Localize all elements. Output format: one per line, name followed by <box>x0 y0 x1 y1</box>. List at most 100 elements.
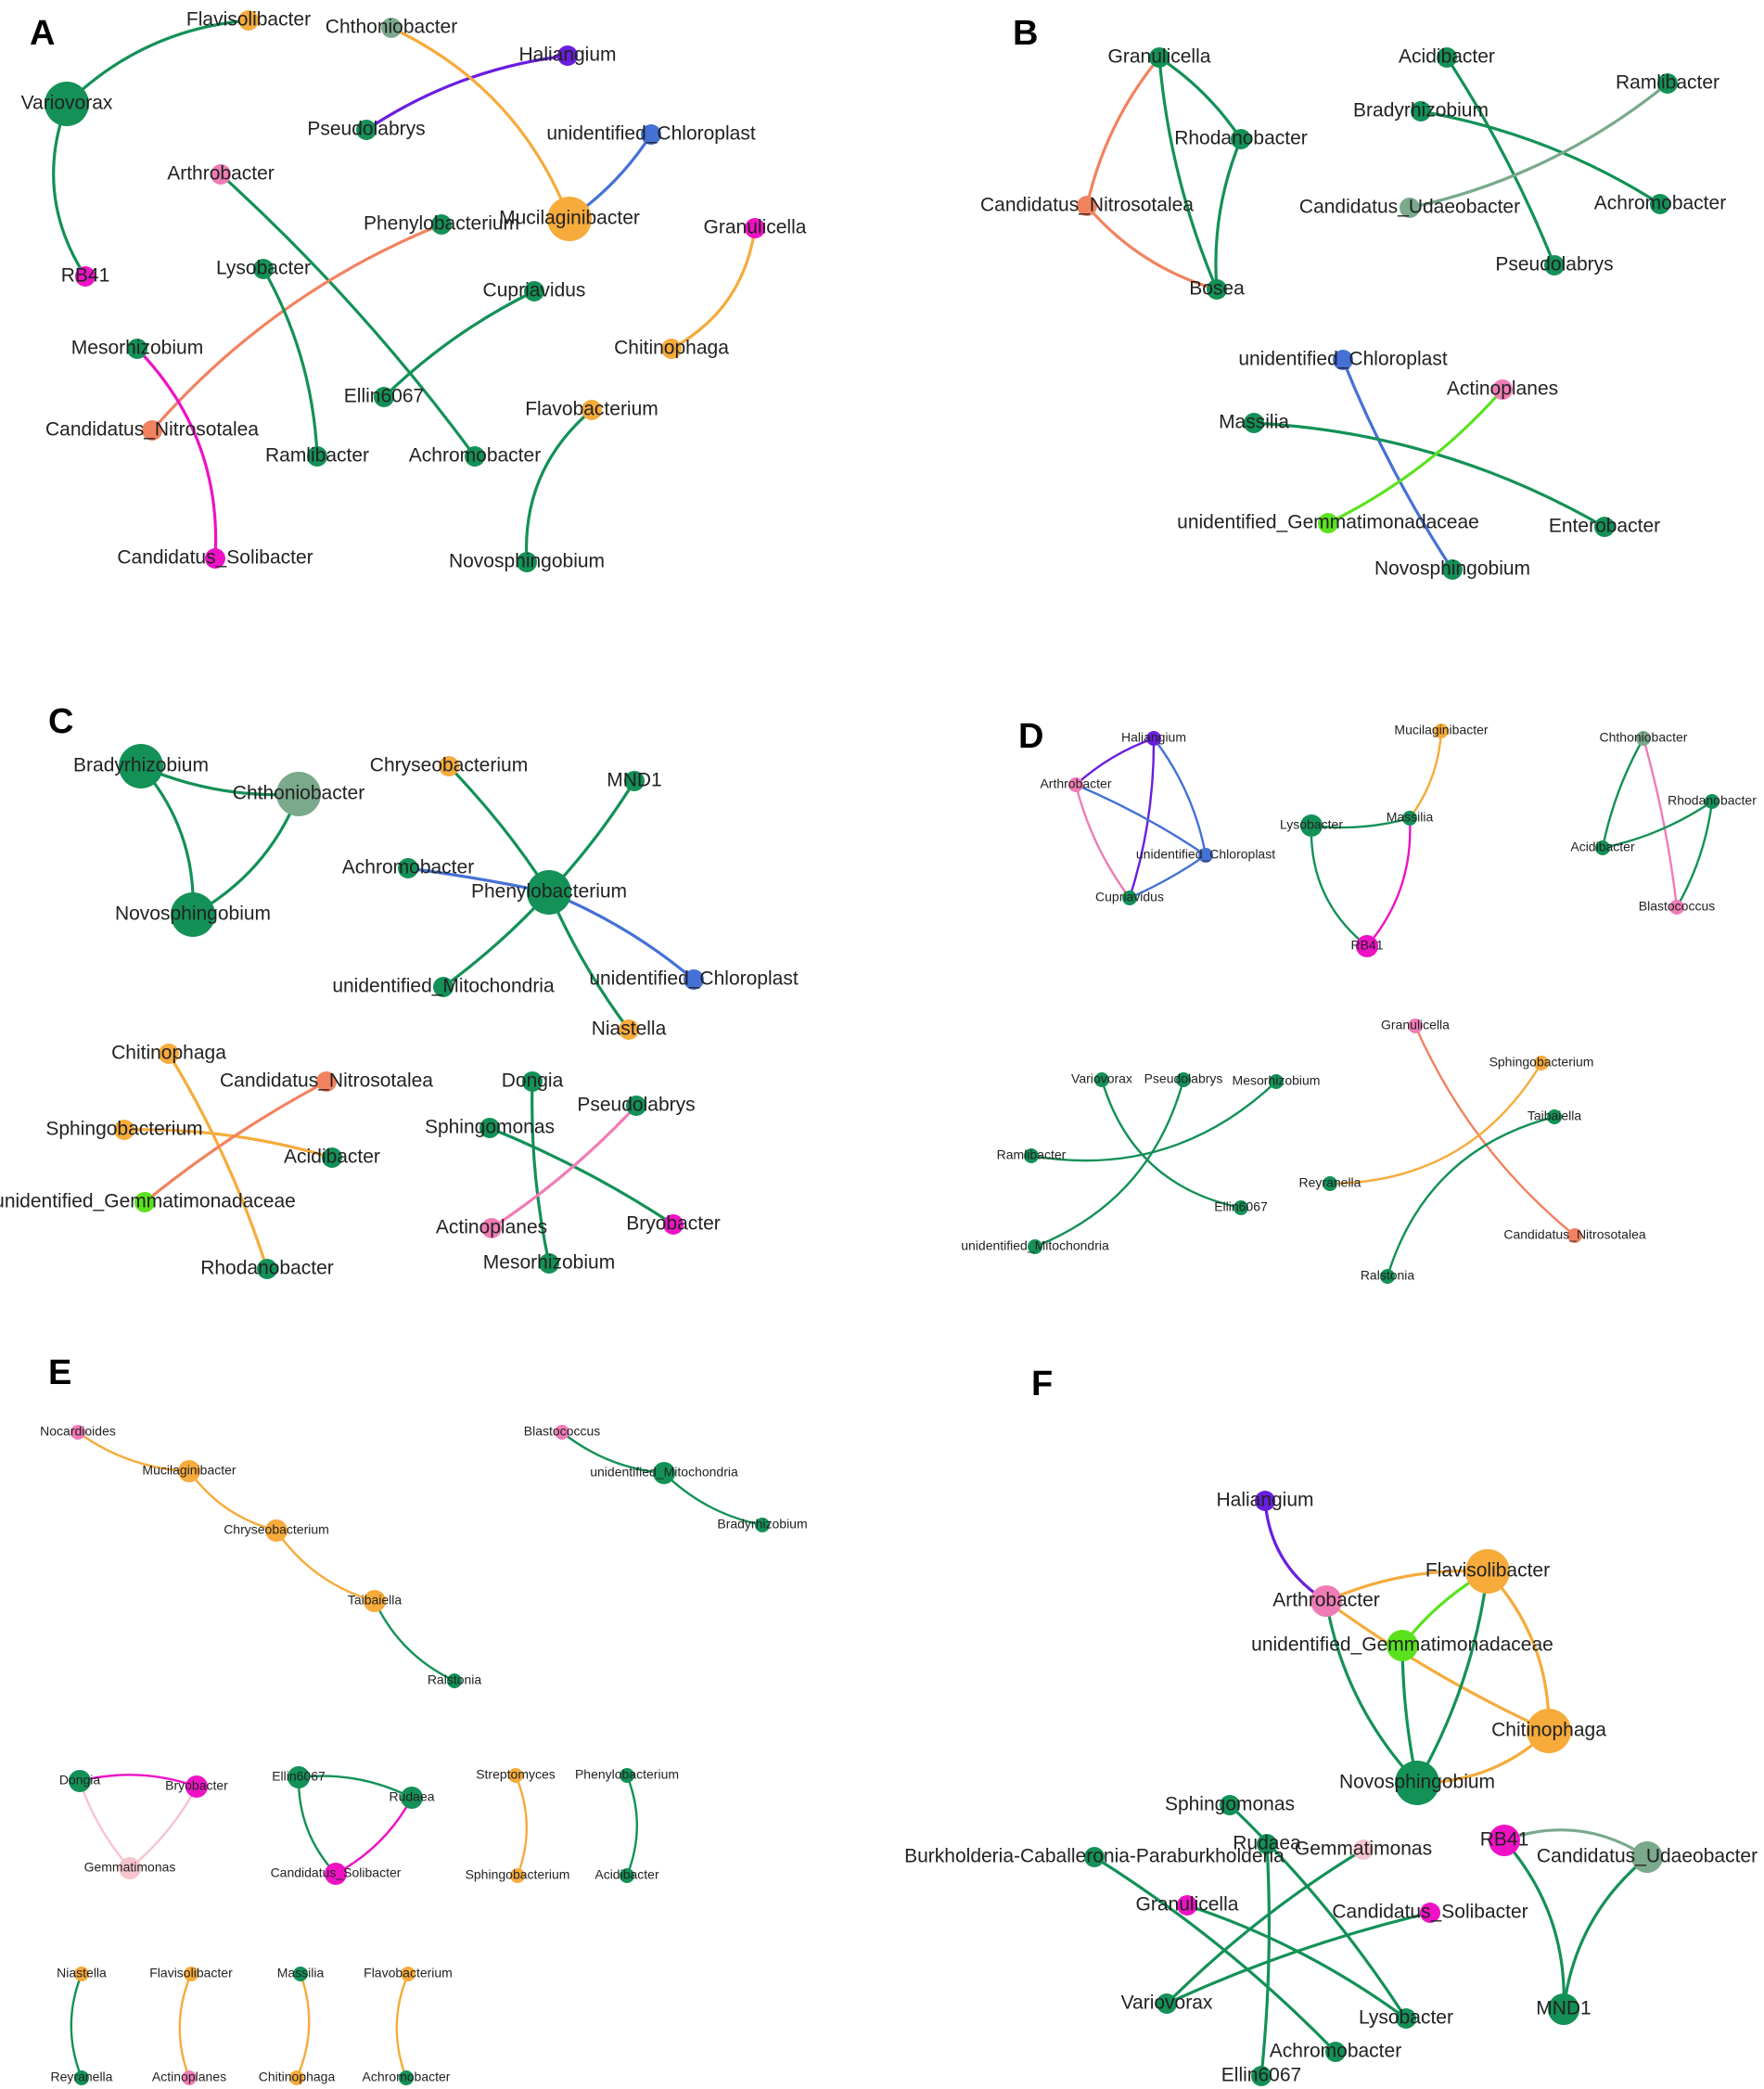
node-unidentified-chloroplast[interactable] <box>1198 848 1213 863</box>
node-achromobacter[interactable] <box>399 2070 414 2085</box>
node-flavisolibacter[interactable] <box>1465 1549 1510 1594</box>
node-lysobacter[interactable] <box>253 259 274 279</box>
node-unidentified-chloroplast[interactable] <box>684 969 704 990</box>
node-rudaea[interactable] <box>1257 1834 1277 1854</box>
node-mucilaginibacter[interactable] <box>547 197 592 241</box>
node-variovorax[interactable] <box>1157 1993 1177 2014</box>
node-ellin6067[interactable] <box>374 387 394 407</box>
node-variovorax[interactable] <box>45 82 89 126</box>
node-variovorax[interactable] <box>1094 1072 1109 1087</box>
node-rhodanobacter[interactable] <box>1705 794 1719 809</box>
node-blastococcus[interactable] <box>555 1425 569 1440</box>
node-granulicella[interactable] <box>1177 1895 1197 1916</box>
node-chryseobacterium[interactable] <box>265 1519 288 1542</box>
node-sphingomonas[interactable] <box>1220 1795 1240 1815</box>
node-pseudolabrys[interactable] <box>626 1096 646 1116</box>
node-bradyrhizobium[interactable] <box>119 744 163 788</box>
node-unidentified-chloroplast[interactable] <box>641 124 661 145</box>
node-mesorhizobium[interactable] <box>127 339 147 359</box>
node-sphingomonas[interactable] <box>479 1118 500 1138</box>
node-unidentified-gemmatimonadaceae[interactable] <box>1387 1630 1418 1661</box>
node-novosphingobium[interactable] <box>517 552 537 572</box>
node-granulicella[interactable] <box>1149 47 1170 68</box>
node-rb41[interactable] <box>75 266 96 287</box>
node-haliangium[interactable] <box>557 45 578 66</box>
node-bradyrhizobium[interactable] <box>1411 101 1431 122</box>
node-ellin6067[interactable] <box>288 1766 310 1788</box>
node-rb41[interactable] <box>1489 1825 1520 1856</box>
node-chryseobacterium[interactable] <box>439 756 459 776</box>
node-lysobacter[interactable] <box>1300 814 1323 837</box>
node-candidatus-solibacter[interactable] <box>325 1863 347 1885</box>
node-gemmatimonas[interactable] <box>119 1857 141 1879</box>
node-rudaea[interactable] <box>401 1787 423 1809</box>
node-taibaiella[interactable] <box>1547 1109 1562 1124</box>
node-mucilaginibacter[interactable] <box>1434 724 1449 738</box>
node-chthoniobacter[interactable] <box>381 18 402 38</box>
node-chitinophaga[interactable] <box>289 2070 304 2085</box>
node-sphingobacterium[interactable] <box>510 1868 525 1883</box>
node-arthrobacter[interactable] <box>211 164 231 185</box>
node-chthoniobacter[interactable] <box>1636 731 1651 746</box>
node-bosea[interactable] <box>1207 279 1227 300</box>
node-acidibacter[interactable] <box>322 1147 342 1168</box>
node-achromobacter[interactable] <box>465 446 485 467</box>
node-candidatus-udaeobacter[interactable] <box>1631 1841 1663 1873</box>
node-novosphingobium[interactable] <box>1395 1761 1439 1805</box>
node-achromobacter[interactable] <box>1325 2042 1346 2062</box>
node-ralstonia[interactable] <box>447 1673 462 1688</box>
node-unidentified-mitochondria[interactable] <box>433 977 454 997</box>
node-flavobacterium[interactable] <box>582 400 602 420</box>
node-haliangium[interactable] <box>1255 1491 1275 1511</box>
node-arthrobacter[interactable] <box>1068 777 1083 792</box>
node-chitinophaga[interactable] <box>1527 1709 1571 1753</box>
node-unidentified-mitochondria[interactable] <box>653 1462 675 1484</box>
node-achromobacter[interactable] <box>398 858 418 878</box>
node-pseudolabrys[interactable] <box>1544 255 1565 276</box>
node-rb41[interactable] <box>1356 935 1378 957</box>
node-candidatus-nitrosotalea[interactable] <box>1567 1228 1582 1243</box>
node-acidibacter[interactable] <box>1595 840 1610 855</box>
node-mesorhizobium[interactable] <box>1269 1074 1284 1089</box>
node-ramlibacter[interactable] <box>1657 73 1678 94</box>
node-massilia[interactable] <box>1402 811 1417 826</box>
node-chthoniobacter[interactable] <box>276 772 321 816</box>
node-arthrobacter[interactable] <box>1310 1585 1342 1617</box>
node-chitinophaga[interactable] <box>159 1044 179 1064</box>
node-niastella[interactable] <box>74 1967 89 1981</box>
node-dongia[interactable] <box>522 1071 543 1092</box>
node-bryobacter[interactable] <box>185 1775 208 1798</box>
node-rhodanobacter[interactable] <box>1231 129 1251 149</box>
node-cupriavidus[interactable] <box>524 281 544 301</box>
node-nocardioides[interactable] <box>70 1425 85 1440</box>
node-pseudolabrys[interactable] <box>356 120 377 140</box>
node-mnd1[interactable] <box>1548 1993 1579 2025</box>
node-reyranella[interactable] <box>74 2070 89 2085</box>
node-granulicella[interactable] <box>1408 1019 1423 1033</box>
node-actinoplanes[interactable] <box>182 2070 197 2085</box>
node-taibaiella[interactable] <box>364 1590 386 1612</box>
node-ellin6067[interactable] <box>1251 2066 1272 2086</box>
node-sphingobacterium[interactable] <box>114 1120 134 1140</box>
node-unidentified-mitochondria[interactable] <box>1028 1239 1042 1254</box>
node-mesorhizobium[interactable] <box>539 1253 559 1274</box>
node-unidentified-gemmatimonadaceae[interactable] <box>1318 513 1338 533</box>
node-gemmatimonas[interactable] <box>1353 1839 1374 1860</box>
node-phenylobacterium[interactable] <box>431 214 452 235</box>
node-acidibacter[interactable] <box>1437 47 1457 68</box>
node-rhodanobacter[interactable] <box>257 1259 277 1279</box>
node-niastella[interactable] <box>619 1019 639 1040</box>
node-bryobacter[interactable] <box>663 1214 684 1235</box>
node-candidatus-solibacter[interactable] <box>205 548 225 569</box>
node-candidatus-solibacter[interactable] <box>1420 1903 1440 1923</box>
node-mnd1[interactable] <box>624 771 645 791</box>
node-ralstonia[interactable] <box>1380 1269 1395 1284</box>
node-ramlibacter[interactable] <box>307 446 327 467</box>
node-blastococcus[interactable] <box>1669 900 1684 915</box>
node-cupriavidus[interactable] <box>1122 891 1137 905</box>
node-ellin6067[interactable] <box>1234 1200 1248 1215</box>
node-lysobacter[interactable] <box>1396 2008 1416 2029</box>
node-mucilaginibacter[interactable] <box>178 1460 200 1482</box>
node-dongia[interactable] <box>69 1770 91 1792</box>
node-ramlibacter[interactable] <box>1024 1148 1039 1163</box>
